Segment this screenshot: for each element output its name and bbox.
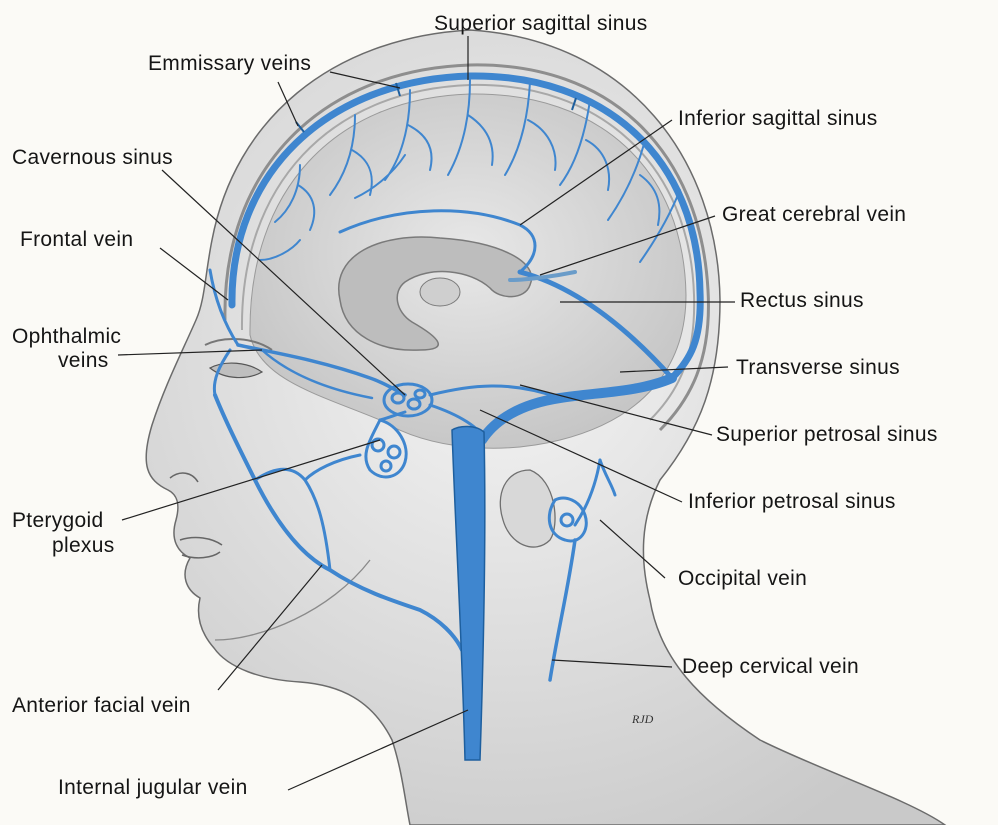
label-pterygoid-plexus: Pterygoid (12, 509, 103, 533)
label-pterygoid-plexus-line2: plexus (52, 534, 115, 558)
label-deep-cervical-vein: Deep cervical vein (682, 655, 859, 679)
label-cavernous-sinus: Cavernous sinus (12, 146, 173, 170)
label-superior-petrosal-sinus: Superior petrosal sinus (716, 423, 938, 447)
label-frontal-vein: Frontal vein (20, 228, 133, 252)
artist-signature: RJD (632, 712, 653, 727)
label-inferior-sagittal-sinus: Inferior sagittal sinus (678, 107, 878, 131)
label-great-cerebral-vein: Great cerebral vein (722, 203, 906, 227)
label-internal-jugular-vein: Internal jugular vein (58, 776, 248, 800)
label-superior-sagittal-sinus: Superior sagittal sinus (434, 12, 648, 36)
label-ophthalmic-veins-line2: veins (58, 349, 109, 373)
label-emmissary-veins: Emmissary veins (148, 52, 311, 76)
label-inferior-petrosal-sinus: Inferior petrosal sinus (688, 490, 896, 514)
label-transverse-sinus: Transverse sinus (736, 356, 900, 380)
label-anterior-facial-vein: Anterior facial vein (12, 694, 191, 718)
label-occipital-vein: Occipital vein (678, 567, 807, 591)
label-rectus-sinus: Rectus sinus (740, 289, 864, 313)
thalamus (420, 278, 460, 306)
label-ophthalmic-veins: Ophthalmic (12, 325, 121, 349)
